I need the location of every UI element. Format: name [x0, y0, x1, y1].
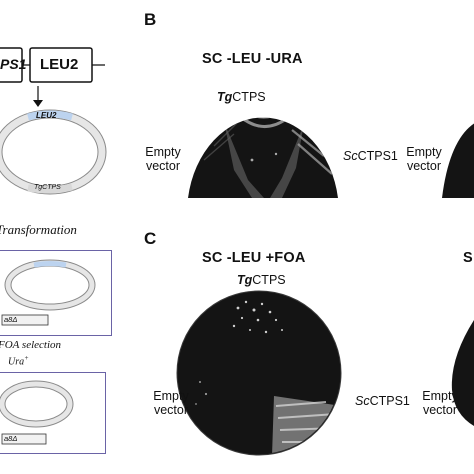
- ura-text: Ura: [8, 356, 25, 368]
- gene-box-label-leu2: LEU2: [40, 56, 79, 73]
- panel-b-right-prefix: Sc: [343, 149, 358, 163]
- transformant-plasmid: [1, 259, 96, 326]
- plasmid-diagram: [0, 109, 107, 195]
- chromosome-label-2: a8Δ: [4, 434, 18, 443]
- panel-b-top-label: TgCTPS: [217, 90, 266, 104]
- panel-b-left-label: Empty vector: [138, 145, 188, 173]
- panel-c-top-prefix: Tg: [237, 273, 253, 287]
- insert-arrow: [33, 86, 43, 107]
- panel-b-plate: [188, 117, 338, 198]
- panel-b-right-plate-line1: Empty: [406, 145, 442, 159]
- panel-b-top-prefix: Tg: [217, 90, 233, 104]
- panel-b-right-plate-line2: vector: [406, 159, 442, 173]
- panel-c-right-plate-line2: vector: [422, 403, 458, 417]
- panel-b-condition: SC -LEU -URA: [202, 51, 303, 67]
- panel-b-left-line2: vector: [145, 159, 181, 173]
- panel-b-right-label: ScCTPS1: [343, 149, 398, 163]
- step-transformation: Transformation: [0, 222, 77, 237]
- panel-c-top-suffix: CTPS: [252, 273, 286, 287]
- chromosome-label-1: a8Δ: [4, 315, 18, 324]
- panel-c-right-label: ScCTPS1: [355, 394, 410, 408]
- panel-b-right-suffix: CTPS1: [357, 149, 398, 163]
- plasmid-marker-label: LEU2: [36, 111, 57, 120]
- panel-c-right-plate: [451, 320, 474, 426]
- panel-c-top-label: TgCTPS: [237, 273, 286, 287]
- panel-a: PS1 LEU2 LEU2 TgCTPS Transformation a8Δ …: [0, 0, 115, 474]
- ura-sup: +: [24, 354, 29, 362]
- panel-c-letter: C: [144, 229, 157, 248]
- panel-c-right-prefix: Sc: [355, 394, 370, 408]
- panel-c-right-plate-line1: Empty: [422, 389, 458, 403]
- gene-box-label-ctps1: PS1: [0, 56, 27, 72]
- panel-c-left-label: Empty vector: [146, 389, 196, 417]
- plasmid-gene-label: TgCTPS: [34, 184, 61, 191]
- step-foa-selection: FOA selection: [0, 339, 62, 351]
- panel-b-top-suffix: CTPS: [232, 90, 266, 104]
- panel-c-plate: [176, 290, 342, 456]
- panel-c-left-line1: Empty: [153, 389, 189, 403]
- foa-plasmid: [0, 380, 74, 445]
- panel-b-right-plate-label: Empty vector: [402, 145, 446, 173]
- panel-c-right-condition-fragment: S: [463, 250, 473, 266]
- panel-c-right-plate-label: Empty vector: [418, 389, 462, 417]
- panel-c-condition: SC -LEU +FOA: [202, 250, 306, 266]
- panel-c-right-suffix: CTPS1: [369, 394, 410, 408]
- panel-b-left-line1: Empty: [145, 145, 181, 159]
- step-ura-plus: Ura+: [8, 354, 29, 367]
- panel-b-letter: B: [144, 10, 157, 29]
- gene-cassette: [0, 47, 105, 83]
- panel-c-left-line2: vector: [153, 403, 189, 417]
- panel-b-right-plate: [442, 123, 474, 198]
